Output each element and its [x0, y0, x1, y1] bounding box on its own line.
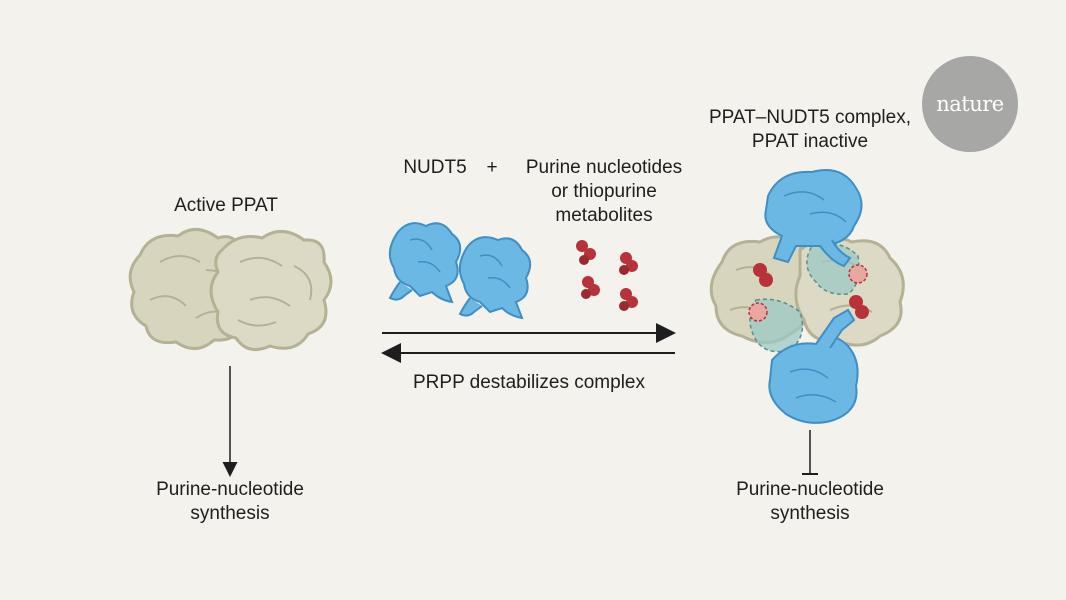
left-outcome-label: Purine-nucleotide synthesis: [128, 478, 332, 526]
nudt5-label: NUDT5: [398, 156, 472, 180]
ligand-molecule: [619, 252, 638, 275]
plus-sign: +: [482, 156, 502, 180]
ligand-label: Purine nucleotides or thiopurine metabol…: [506, 156, 702, 228]
right-outcome-line1: Purine-nucleotide: [736, 479, 884, 500]
nature-logo: nature: [922, 56, 1018, 152]
nature-logo-text: nature: [936, 92, 1004, 116]
ligand-line1: Purine nucleotides: [525, 157, 683, 178]
nudt5-text: NUDT5: [403, 157, 467, 178]
complex-line1: PPAT–NUDT5 complex,: [708, 107, 911, 128]
complex-label: PPAT–NUDT5 complex, PPAT inactive: [690, 106, 930, 154]
reverse-arrow-label: PRPP destabilizes complex: [382, 371, 676, 395]
left-outcome-line2: synthesis: [190, 503, 270, 524]
ligand-molecule: [581, 276, 600, 299]
ligand-line2: or thiopurine: [551, 181, 657, 202]
ppat-nudt5-complex: [709, 169, 905, 424]
nudt5-protein: [388, 222, 462, 304]
active-ppat-protein: [128, 228, 333, 352]
ligand-line3: metabolites: [555, 205, 653, 226]
right-synthesis-inhibition: [802, 430, 818, 475]
complex-line2: PPAT inactive: [751, 131, 869, 152]
ligand-molecule: [619, 288, 638, 311]
left-outcome-line1: Purine-nucleotide: [156, 479, 304, 500]
nudt5-protein: [458, 236, 532, 320]
plus-text: +: [486, 157, 498, 178]
ligand-molecule: [576, 240, 596, 265]
right-outcome-label: Purine-nucleotide synthesis: [708, 478, 912, 526]
right-outcome-line2: synthesis: [770, 503, 850, 524]
reverse-arrow-text: PRPP destabilizes complex: [413, 372, 645, 393]
active-ppat-title: Active PPAT: [174, 195, 278, 216]
active-ppat-label: Active PPAT: [150, 194, 302, 218]
